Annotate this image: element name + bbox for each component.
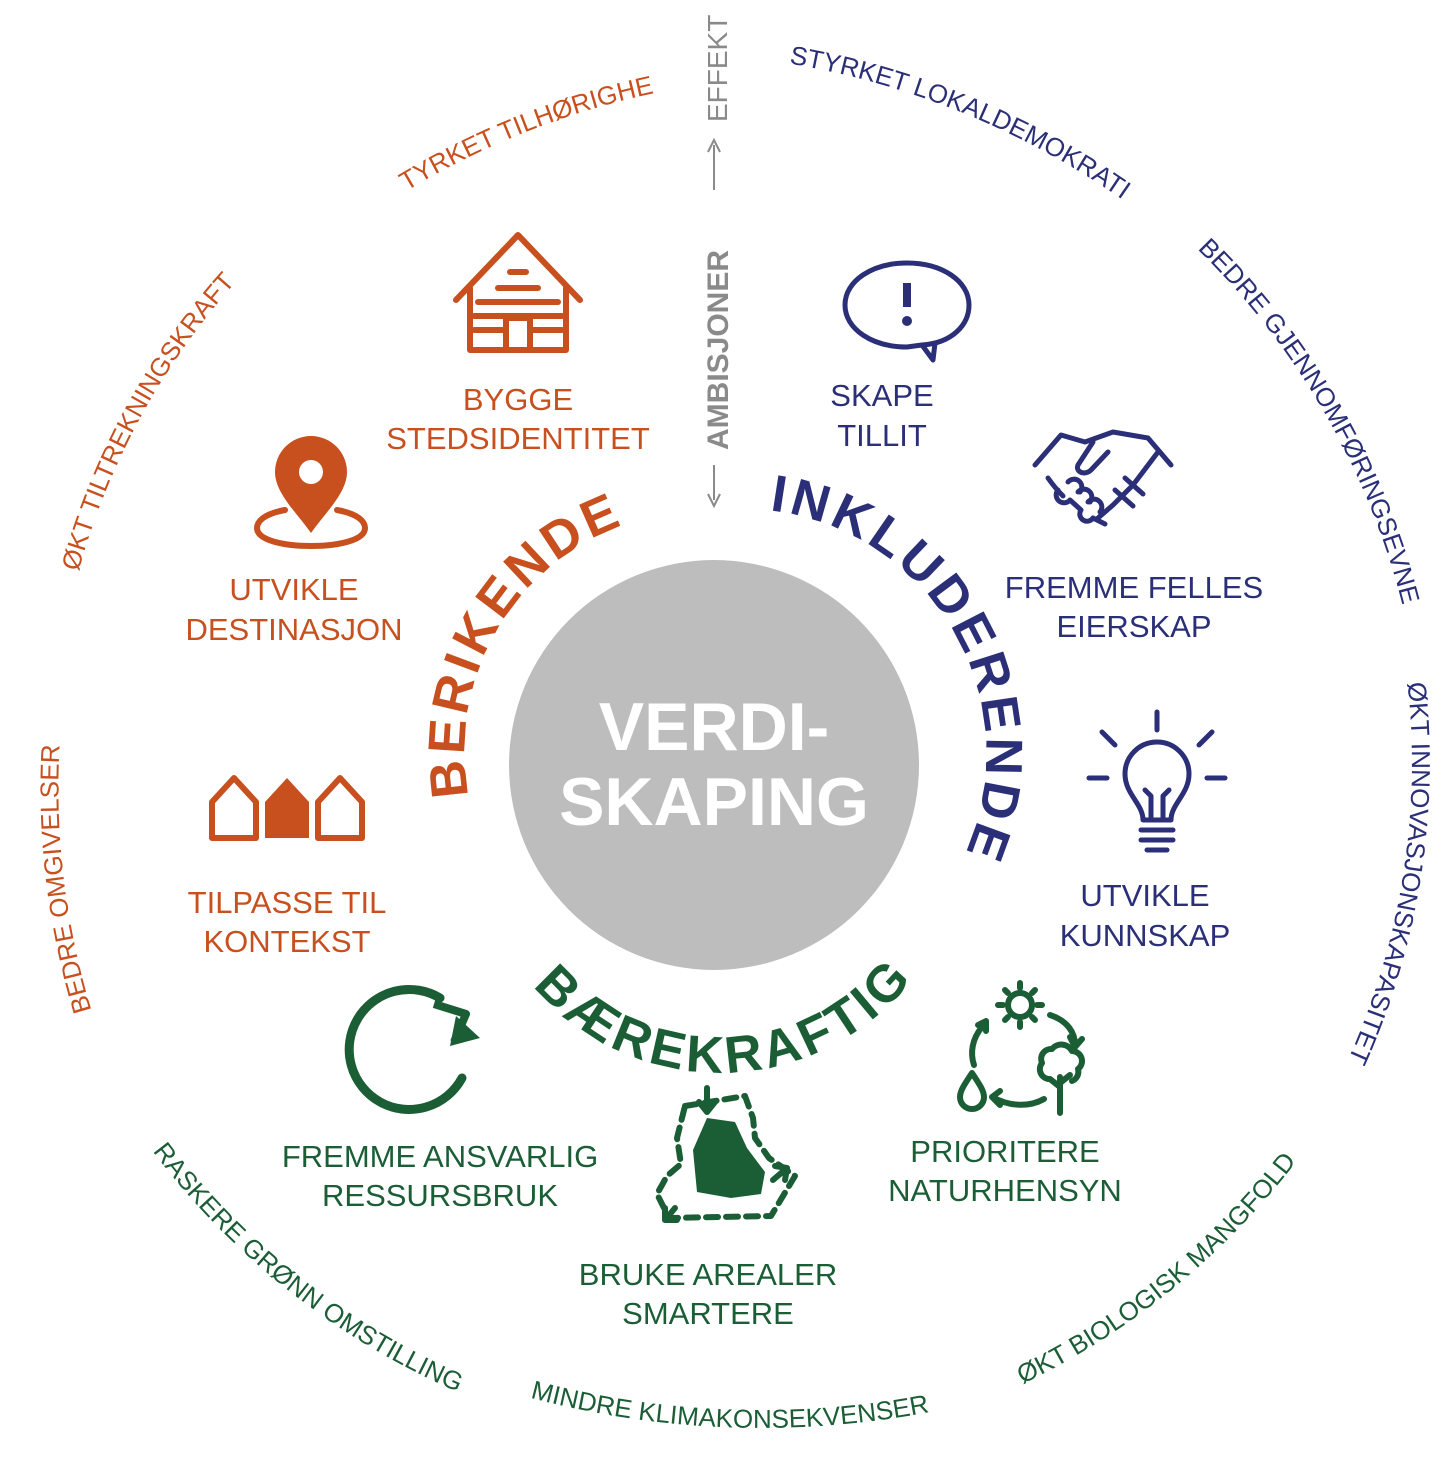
land-use-icon — [654, 1085, 798, 1223]
axis-effect-label: EFFEKT — [702, 15, 733, 122]
handshake-icon — [1032, 429, 1174, 527]
ambition-kunnskap-line2: KUNNSKAP — [1060, 918, 1231, 953]
ambition-arealer-line1: BRUKE AREALER — [579, 1257, 837, 1292]
ambition-tillit-line1: SKAPE — [830, 378, 933, 413]
axis: AMBISJONER EFFEKT — [702, 15, 735, 509]
effect-innovasjonskapasitet: ØKT INNOVASJONSKAPASITET — [1342, 681, 1436, 1070]
center-line1: VERDI- — [599, 689, 829, 765]
center-line2: SKAPING — [559, 764, 869, 840]
speech-bubble-icon — [842, 260, 972, 363]
house-icon — [453, 232, 583, 353]
ambition-eierskap-line1: FREMME FELLES — [1005, 570, 1263, 605]
effect-omgivelser: BEDRE OMGIVELSER — [34, 744, 97, 1017]
houses-icon — [209, 775, 365, 841]
center-circle — [509, 560, 919, 970]
ambition-kontekst-line1: TILPASSE TIL — [188, 885, 387, 920]
lightbulb-icon — [1086, 709, 1228, 853]
ambition-tillit-line2: TILLIT — [837, 418, 927, 453]
ambition-kontekst-line2: KONTEKST — [203, 924, 370, 959]
ambition-kunnskap-line1: UTVIKLE — [1080, 878, 1209, 913]
ambition-destinasjon-line1: UTVIKLE — [229, 572, 358, 607]
ambition-ressurs-line1: FREMME ANSVARLIG — [282, 1139, 598, 1174]
axis-ambitions-label: AMBISJONER — [702, 250, 735, 450]
effect-klimakonsekvenser: MINDRE KLIMAKONSEKVENSER — [529, 1375, 931, 1434]
ambition-destinasjon-line2: DESTINASJON — [185, 612, 402, 647]
effect-gjennomforingsevne: BEDRE GJENNOMFØRINGSEVNE — [1193, 232, 1426, 607]
effect-tilhorighet: STYRKET TILHØRIGHET — [0, 0, 656, 196]
effect-lokaldemokrati: STYRKET LOKALDEMOKRATI — [788, 40, 1136, 205]
ambition-bygge-line1: BYGGE — [463, 382, 573, 417]
ambition-arealer-line2: SMARTERE — [622, 1296, 794, 1331]
ambition-bygge-line2: STEDSIDENTITET — [386, 421, 650, 456]
ambition-ressurs-line2: RESSURSBRUK — [322, 1178, 558, 1213]
effect-tiltrekningskraft: ØKT TILTREKNINGSKRAFT — [55, 266, 240, 573]
recycle-icon — [344, 985, 480, 1114]
effect-gronn-omstilling: RASKERE GRØNN OMSTILLING — [148, 1137, 468, 1398]
location-pin-icon — [254, 436, 368, 549]
ambition-natur-line1: PRIORITERE — [910, 1134, 1099, 1169]
ambition-eierskap-line2: EIERSKAP — [1056, 609, 1211, 644]
nature-cycle-icon — [957, 980, 1085, 1116]
ambition-natur-line2: NATURHENSYN — [888, 1173, 1122, 1208]
